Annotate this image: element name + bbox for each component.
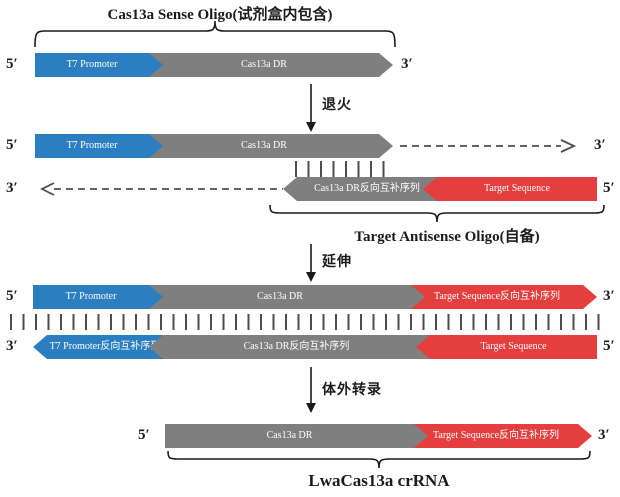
anneal-step-label: 退火 [322, 98, 352, 113]
row5-t7-promoter-rc-arrow: T7 Promoter反向互补序列 [33, 335, 163, 359]
row5-target-seq-arrow: Target Sequence [416, 335, 597, 359]
base-pair-ticks-small [295, 161, 386, 177]
row4-t7-promoter-arrow: T7 Promoter [33, 285, 163, 309]
row2-cas13a-dr-arrow: Cas13a DR [149, 134, 393, 158]
row1-3prime-label: 3′ [401, 56, 413, 72]
row2-3prime-label: 3′ [594, 137, 606, 153]
row1-cas13a-dr-arrow: Cas13a DR [149, 53, 393, 77]
base-pair-ticks-long [10, 314, 602, 330]
row6-target-seq-rc-arrow: Target Sequence反向互补序列 [414, 424, 592, 448]
row2-5prime-label: 5′ [6, 137, 18, 153]
row5-5prime-label: 5′ [603, 338, 615, 354]
row6-3prime-label: 3′ [598, 427, 610, 443]
row3-dashed-arrow-left-icon [40, 182, 283, 196]
row1-5prime-label: 5′ [6, 56, 18, 72]
transcribe-step-label: 体外转录 [322, 383, 382, 398]
row4-5prime-label: 5′ [6, 288, 18, 304]
crrna-title: LwaCas13a crRNA [308, 471, 450, 490]
antisense-oligo-title: Target Antisense Oligo(自备) [354, 229, 540, 245]
row6-5prime-label: 5′ [138, 427, 150, 443]
row5-cas13a-dr-rc-arrow: Cas13a DR反向互补序列 [149, 335, 430, 359]
row4-3prime-label: 3′ [603, 288, 615, 304]
row4-target-seq-rc-arrow: Target Sequence反向互补序列 [411, 285, 597, 309]
row6-cas13a-dr-arrow: Cas13a DR [165, 424, 428, 448]
sense-oligo-brace [34, 20, 396, 48]
row3-target-seq-arrow: Target Sequence [423, 177, 597, 201]
row5-3prime-label: 3′ [6, 338, 18, 354]
extend-step-label: 延伸 [322, 255, 352, 270]
row1-t7-promoter-arrow: T7 Promoter [35, 53, 163, 77]
extend-down-arrow-icon [306, 244, 316, 282]
row3-3prime-label: 3′ [6, 180, 18, 196]
row4-cas13a-dr-arrow: Cas13a DR [149, 285, 425, 309]
transcribe-down-arrow-icon [306, 367, 316, 413]
sense-oligo-title: Cas13a Sense Oligo(试剂盒内包含) [107, 7, 333, 23]
crrna-brace [167, 450, 591, 469]
row3-cas13a-dr-rc-arrow: Cas13a DR反向互补序列 [283, 177, 437, 201]
row2-dashed-arrow-right-icon [400, 139, 577, 153]
anneal-down-arrow-icon [306, 84, 316, 132]
antisense-oligo-brace [269, 204, 605, 223]
row2-t7-promoter-arrow: T7 Promoter [35, 134, 163, 158]
row3-5prime-label: 5′ [603, 180, 615, 196]
